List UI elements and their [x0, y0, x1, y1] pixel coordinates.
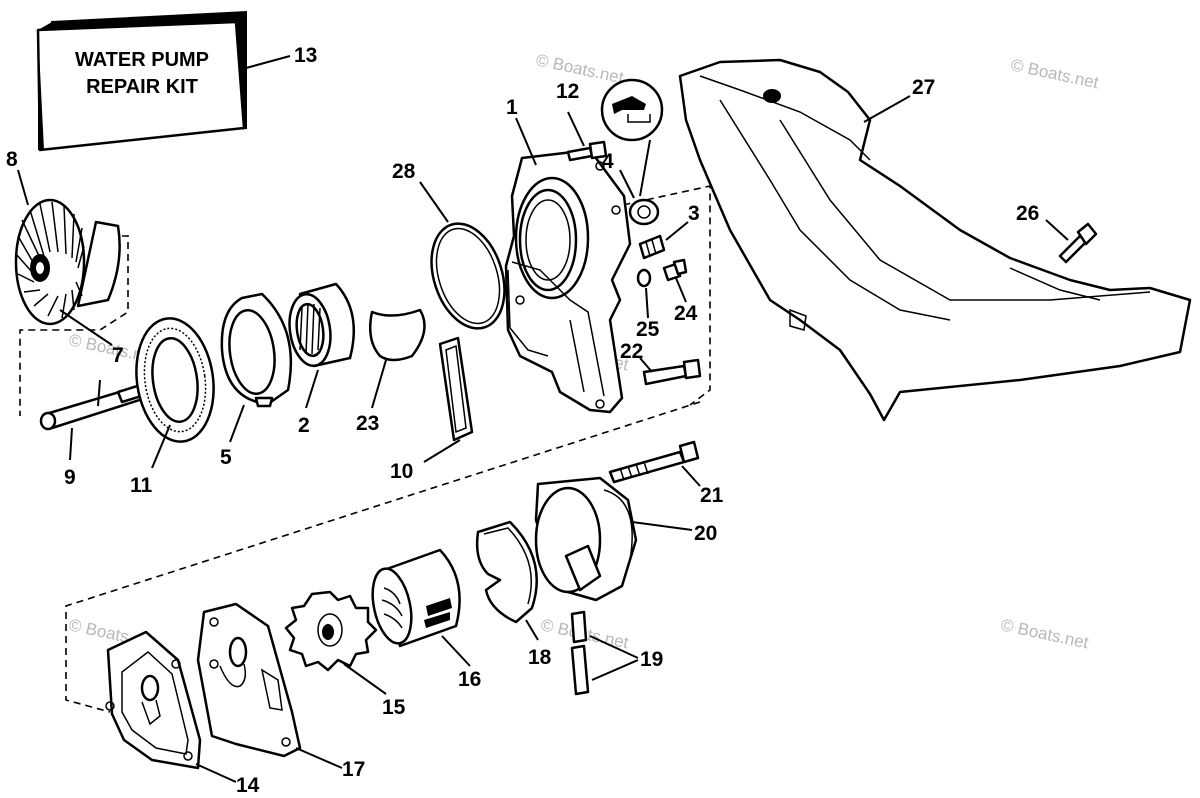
callout-16: 16 [458, 668, 481, 691]
drive-gear [14, 198, 121, 326]
small-seal [369, 308, 426, 362]
watermark-text: © Boats.net [1009, 55, 1100, 92]
callout-8: 8 [6, 148, 18, 171]
callout-23: 23 [356, 412, 379, 435]
wear-plate [196, 602, 302, 758]
pump-cover [678, 58, 1192, 422]
impeller-housing [534, 476, 638, 602]
callout-20: 20 [694, 522, 717, 545]
callout-18: 18 [528, 646, 552, 669]
screw-24 [662, 258, 688, 282]
small-ring [636, 268, 652, 288]
repair-kit-box: WATER PUMP REPAIR KIT [36, 10, 247, 152]
impeller [284, 590, 378, 672]
callout-7: 7 [112, 344, 124, 367]
callout-28: 28 [392, 160, 416, 183]
callout-26: 26 [1016, 202, 1039, 225]
impeller-liner [371, 548, 461, 648]
o-ring [430, 222, 506, 330]
bolt-26 [1058, 222, 1098, 264]
pump-housing [504, 148, 632, 414]
grease-icon [600, 78, 664, 142]
grommet [628, 198, 660, 226]
spring [638, 234, 666, 260]
thrust-bearing [135, 317, 215, 443]
pins [570, 610, 590, 696]
callout-numbers: 13 8 7 9 11 5 2 23 10 28 1 12 4 3 25 24 … [6, 44, 1039, 797]
callout-2: 2 [298, 414, 310, 437]
bolt-22 [642, 358, 702, 386]
callout-14: 14 [236, 774, 260, 797]
callout-9: 9 [64, 466, 76, 489]
kit-label-line1: WATER PUMP [75, 49, 209, 71]
callout-13: 13 [294, 44, 317, 67]
callout-12: 12 [556, 80, 579, 103]
callout-27: 27 [912, 76, 935, 99]
long-seal [438, 336, 474, 442]
callout-11: 11 [130, 474, 153, 497]
housing-seal [475, 520, 538, 624]
callout-4: 4 [602, 150, 614, 173]
watermark-text: © Boats.net [534, 50, 625, 87]
callout-5: 5 [220, 446, 232, 469]
callout-1: 1 [506, 96, 518, 119]
assembly-guide-lines [19, 185, 711, 713]
watermark-text: © Boats.net [999, 615, 1090, 652]
plate-gasket [105, 630, 202, 770]
long-bolt [608, 440, 700, 484]
callout-24: 24 [674, 302, 698, 325]
needle-bearing [288, 282, 356, 368]
callout-25: 25 [636, 318, 660, 341]
callout-19: 19 [640, 648, 663, 671]
thrust-washer [220, 292, 293, 408]
callout-15: 15 [382, 696, 406, 719]
kit-label-line2: REPAIR KIT [86, 76, 198, 98]
callout-17: 17 [342, 758, 365, 781]
callout-3: 3 [688, 202, 700, 225]
callout-10: 10 [390, 460, 413, 483]
callout-21: 21 [700, 484, 724, 507]
callout-22: 22 [620, 340, 643, 363]
drive-shaft [39, 382, 154, 431]
screw-12 [566, 140, 608, 162]
